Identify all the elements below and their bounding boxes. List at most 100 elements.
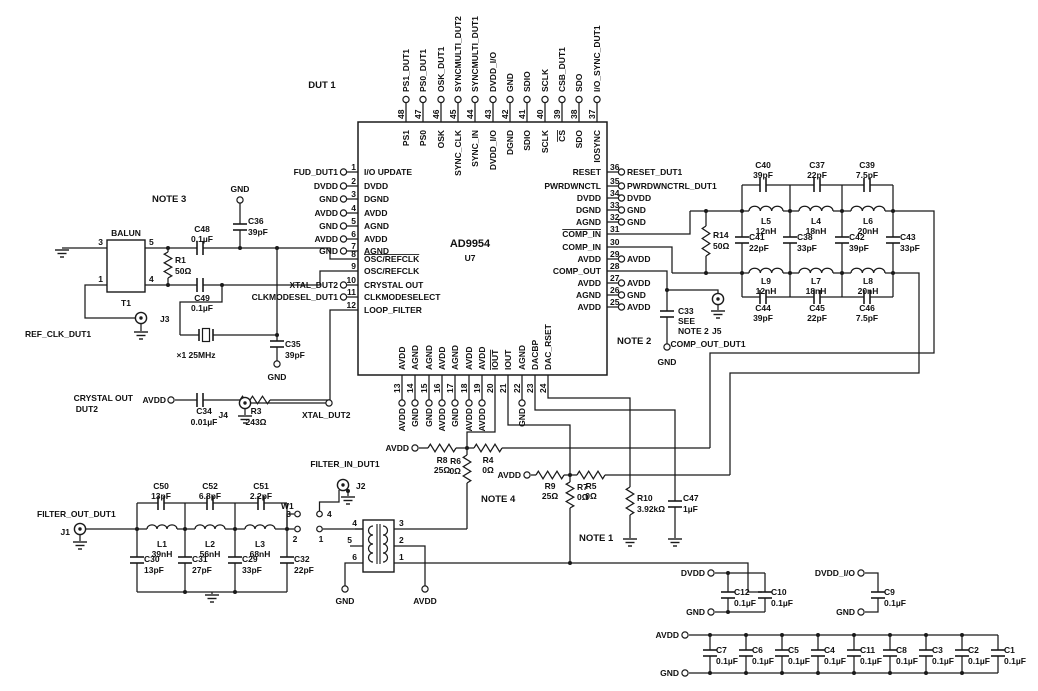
schematic-label: 17 bbox=[445, 383, 455, 393]
junction-dot bbox=[285, 527, 289, 531]
wire bbox=[179, 285, 223, 335]
schematic-label: 47 bbox=[413, 109, 423, 119]
wire bbox=[394, 562, 762, 593]
schematic-label: 24 bbox=[538, 383, 548, 393]
junction-dot bbox=[780, 633, 784, 637]
terminal bbox=[681, 631, 689, 639]
schematic-label: IOUT bbox=[503, 349, 513, 370]
schematic-label: 20 bbox=[485, 383, 495, 393]
schematic-label: 243Ω bbox=[246, 417, 267, 427]
schematic-label: 39pF bbox=[753, 313, 773, 323]
schematic-label: 3 bbox=[399, 518, 404, 528]
schematic-label: C48 bbox=[194, 224, 210, 234]
terminal bbox=[167, 396, 175, 404]
terminal bbox=[421, 585, 429, 593]
schematic-label: OSK_DUT1 bbox=[436, 46, 446, 92]
junction-dot bbox=[780, 671, 784, 675]
terminal bbox=[707, 608, 715, 616]
schematic-label: GND bbox=[231, 184, 250, 194]
wire bbox=[203, 247, 358, 260]
terminal bbox=[707, 569, 715, 577]
terminal bbox=[273, 360, 281, 368]
terminal bbox=[402, 95, 410, 104]
schematic-label: L1 bbox=[157, 539, 167, 549]
schematic-label: 22 bbox=[512, 383, 522, 393]
schematic-label: R6 bbox=[450, 456, 461, 466]
junction-dot bbox=[960, 671, 964, 675]
schematic-label: C6 bbox=[752, 645, 763, 655]
resistor bbox=[564, 481, 576, 509]
junction-dot bbox=[888, 671, 892, 675]
sma-connector-pin bbox=[78, 527, 82, 531]
schematic-label: C37 bbox=[809, 160, 825, 170]
schematic-label: I/O UPDATE bbox=[364, 167, 412, 177]
terminal bbox=[425, 399, 433, 407]
schematic-label: 41 bbox=[517, 109, 527, 119]
schematic-label: CLKMODESEL_DUT1 bbox=[252, 292, 339, 302]
resistor bbox=[576, 470, 606, 480]
schematic-label: 9 bbox=[351, 261, 356, 271]
note-1: NOTE 1 bbox=[579, 533, 614, 544]
terminal bbox=[857, 569, 865, 577]
schematic-label: 0.1µF bbox=[771, 598, 793, 608]
schematic-label: 22pF bbox=[807, 170, 827, 180]
schematic-label: R9 bbox=[545, 481, 556, 491]
schematic-label: C4 bbox=[824, 645, 835, 655]
schematic-label: SDIO bbox=[522, 71, 532, 92]
junction-dot bbox=[788, 209, 792, 213]
junction-dot bbox=[166, 246, 170, 250]
schematic-label: AVDD bbox=[364, 208, 387, 218]
terminal bbox=[236, 196, 244, 204]
junction-dot bbox=[740, 209, 744, 213]
schematic-label: DGND bbox=[576, 205, 601, 215]
schematic-label: PS1_DUT1 bbox=[401, 49, 411, 92]
schematic-label: CS bbox=[557, 130, 567, 142]
schematic-label: OSC/REFCLK bbox=[364, 266, 420, 276]
terminal bbox=[465, 399, 473, 407]
terminal bbox=[523, 95, 531, 104]
schematic-label: R10 bbox=[637, 493, 653, 503]
terminal bbox=[451, 399, 459, 407]
terminal bbox=[471, 95, 479, 104]
schematic-label: C39 bbox=[859, 160, 875, 170]
schematic-label: 25Ω bbox=[434, 465, 450, 475]
schematic-label: 0Ω bbox=[482, 465, 494, 475]
schematic-label: OSK bbox=[436, 129, 446, 148]
schematic-label: 20nH bbox=[858, 286, 879, 296]
schematic-label: GND bbox=[658, 357, 677, 367]
schematic-label: 50Ω bbox=[175, 266, 191, 276]
schematic-label: 26 bbox=[610, 285, 620, 295]
junction-dot bbox=[275, 246, 279, 250]
schematic-label: C50 bbox=[153, 481, 169, 491]
terminal bbox=[339, 293, 348, 301]
terminal bbox=[593, 95, 601, 104]
schematic-label: GND bbox=[319, 194, 338, 204]
schematic-label: 39pF bbox=[753, 170, 773, 180]
schematic-label: L9 bbox=[761, 276, 771, 286]
schematic-label: SYNC_IN bbox=[470, 130, 480, 167]
schematic-label: SDIO bbox=[522, 130, 532, 151]
wire bbox=[466, 375, 496, 448]
schematic-label: DVDD_I/O bbox=[488, 51, 498, 92]
schematic-label: XTAL_DUT2 bbox=[290, 280, 339, 290]
schematic-label: 0.01µF bbox=[191, 417, 218, 427]
schematic-label: AVDD bbox=[578, 278, 601, 288]
schematic-label: SYNCMULTI_DUT2 bbox=[453, 16, 463, 92]
schematic-label: AGND bbox=[450, 345, 460, 370]
schematic-label: C10 bbox=[771, 587, 787, 597]
schematic-label: 0.1µF bbox=[191, 303, 213, 313]
schematic-label: R5 bbox=[586, 481, 597, 491]
schematic-label: AVDD bbox=[397, 347, 407, 370]
schematic-label: L8 bbox=[863, 276, 873, 286]
schematic-label: 39nH bbox=[152, 549, 173, 559]
schematic-label: 2 bbox=[351, 176, 356, 186]
schematic-label: AGND bbox=[576, 290, 601, 300]
schematic-label: PWRDWNCTRL_DUT1 bbox=[627, 181, 717, 191]
schematic-label: 0.1µF bbox=[788, 656, 810, 666]
schematic-label: REF_CLK_DUT1 bbox=[25, 329, 91, 339]
schematic-label: 39pF bbox=[248, 227, 268, 237]
schematic-label: AVDD bbox=[464, 408, 474, 431]
schematic-label: IOSYNC bbox=[592, 130, 602, 163]
wire bbox=[865, 572, 879, 592]
